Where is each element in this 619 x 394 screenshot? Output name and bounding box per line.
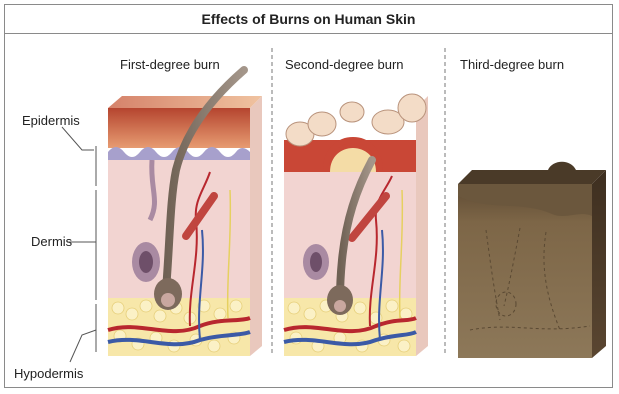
third-degree-skin-block <box>458 162 606 358</box>
label-bracket-lines <box>62 127 96 362</box>
first-degree-skin-block <box>108 70 262 356</box>
second-degree-skin-block <box>284 94 428 356</box>
